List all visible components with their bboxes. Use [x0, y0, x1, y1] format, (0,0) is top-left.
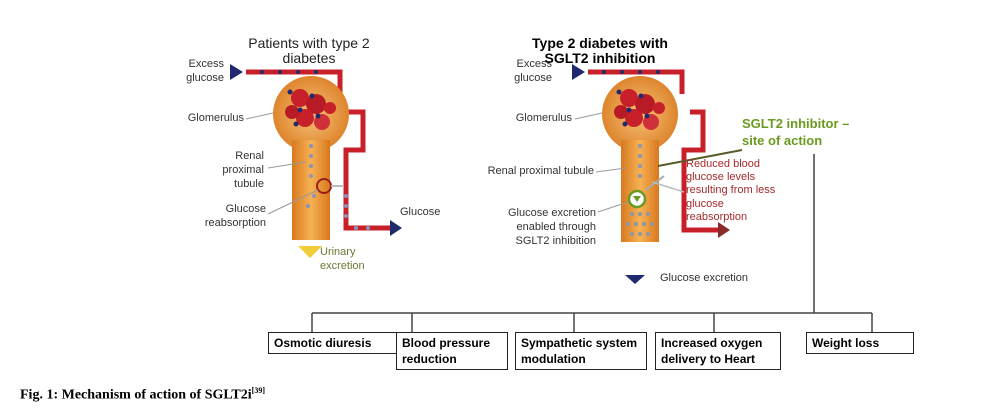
left-glucose-reabsorption-label: Glucose reabsorption [204, 203, 266, 229]
left-panel-title: Patients with type 2 diabetes [248, 35, 370, 66]
sglt2-site-of-action-label: SGLT2 inhibitor – site of action [742, 116, 850, 148]
figure-caption: Fig. 1: Mechanism of action of SGLT2i[39… [20, 386, 265, 404]
right-panel-title: Type 2 diabetes with SGLT2 inhibition [532, 35, 668, 66]
left-renal-proximal-tubule-label: Renal proximal tubule [222, 150, 264, 190]
left-afferent-vessel [246, 69, 343, 94]
figure-caption-text: Fig. 1: Mechanism of action of SGLT2i [20, 387, 252, 403]
right-glomerulus-tuft [614, 89, 665, 130]
left-filtrate-particles [306, 144, 316, 208]
effect-osmotic-diuresis: Osmotic diuresis [268, 332, 398, 354]
right-nephron [572, 64, 743, 284]
right-afferent-vessel [588, 69, 685, 94]
left-nephron [230, 64, 402, 258]
right-glucose-particles [602, 70, 660, 127]
right-exit-arrow [718, 222, 730, 238]
right-glucose-excretion-label: Glucose excretion [660, 272, 749, 284]
effect-increased-oxygen-delivery: Increased oxygen delivery to Heart [655, 332, 781, 370]
sglt2-mechanism-figure: Patients with type 2 diabetes Excess glu… [186, 35, 914, 370]
right-glucose-excretion-enabled-label: Glucose excretion enabled through SGLT2 … [507, 207, 596, 247]
left-glomerulus-label: Glomerulus [187, 112, 244, 124]
right-entry-arrow [572, 64, 585, 80]
left-exit-arrow [390, 220, 402, 236]
right-glucose-excretion-arrow [625, 275, 645, 284]
site-of-action-pointer [657, 149, 743, 167]
left-excess-glucose-label: Excess glucose [186, 58, 224, 84]
effects-connector-tree [311, 154, 873, 332]
left-glomerulus-tuft [285, 89, 336, 130]
right-renal-proximal-tubule-label: Renal proximal tubule [487, 165, 594, 177]
right-efferent-vessel [681, 109, 718, 233]
right-filtrate-particles [626, 144, 654, 236]
effect-sympathetic-system-modulation: Sympathetic system modulation [515, 332, 647, 370]
left-efferent-vessel [343, 109, 390, 231]
figure-caption-reference: [39] [251, 386, 265, 395]
left-entry-arrow [230, 64, 243, 80]
left-urinary-arrow [298, 246, 322, 258]
left-glucose-particles [260, 70, 321, 127]
effect-weight-loss: Weight loss [806, 332, 914, 354]
effect-blood-pressure-reduction: Blood pressure reduction [396, 332, 508, 370]
reduced-glucose-note: Reduced blood glucose levels resulting f… [686, 158, 776, 223]
left-urinary-excretion-label: Urinary excretion [320, 246, 365, 272]
left-glucose-label: Glucose [400, 206, 441, 218]
right-glomerulus-label: Glomerulus [515, 112, 572, 124]
right-excess-glucose-label: Excess glucose [514, 58, 552, 84]
figure-graphics [230, 64, 873, 332]
left-reabsorbed-particles [344, 194, 370, 230]
